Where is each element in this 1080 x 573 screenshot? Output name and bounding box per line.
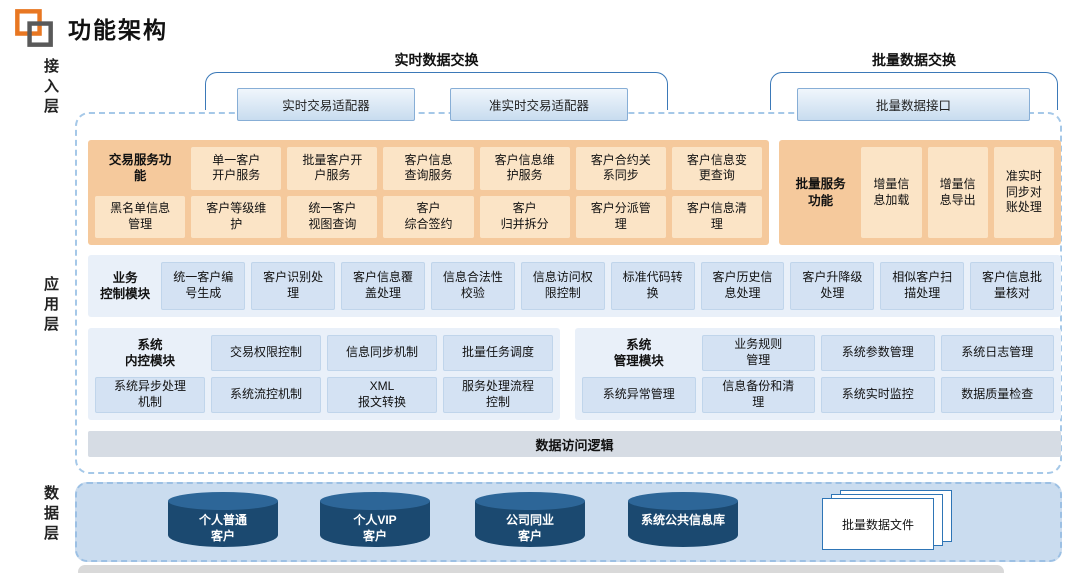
module-box: 客户升降级 处理: [790, 262, 875, 310]
layer-label-access: 接入层: [42, 58, 59, 118]
batch-services-section: 批量服务 功能 增量信 息加载 增量信 息导出 准实时 同步对 账处理: [779, 140, 1061, 245]
database-label: 个人VIP 客户: [353, 513, 397, 544]
internal-control-section: 系统 内控模块 交易权限控制 信息同步机制 批量任务调度 系统异步处理 机制 系…: [88, 328, 560, 420]
cylinder-top: [628, 492, 738, 510]
service-box: 客户 归并拆分: [479, 195, 570, 238]
service-box: 客户信息清 理: [671, 195, 762, 238]
cylinder-top: [320, 492, 430, 510]
module-box: 服务处理流程 控制: [443, 377, 553, 413]
module-box: 系统日志管理: [940, 335, 1054, 371]
cylinder-top: [168, 492, 278, 510]
service-box: 统一客户 视图查询: [287, 195, 378, 238]
service-box: 客户等级维 护: [191, 195, 282, 238]
service-box: 准实时 同步对 账处理: [993, 147, 1054, 238]
layer-label-application: 应用层: [42, 276, 59, 336]
service-box: 客户信息 查询服务: [383, 147, 474, 190]
module-box: 系统实时监控: [821, 377, 935, 413]
service-box: 客户分派管 理: [575, 195, 666, 238]
module-box: 系统流控机制: [211, 377, 321, 413]
database-label: 个人普通 客户: [198, 513, 247, 544]
module-box: 交易权限控制: [211, 335, 321, 371]
system-management-section: 系统 管理模块 业务规则 管理 系统参数管理 系统日志管理 系统异常管理 信息备…: [575, 328, 1061, 420]
module-box: 系统异步处理 机制: [95, 377, 205, 413]
service-box: 黑名单信息 管理: [95, 195, 186, 238]
module-box: 批量任务调度: [443, 335, 553, 371]
realtime-exchange-bracket: [205, 72, 668, 110]
batch-interface-box: 批量数据接口: [797, 88, 1030, 121]
batch-exchange-bracket: [770, 72, 1058, 110]
module-box: 数据质量检查: [940, 377, 1054, 413]
batch-exchange-label: 批量数据交换: [872, 52, 956, 68]
system-management-label: 系统 管理模块: [613, 337, 664, 368]
database-label: 系统公共信息库: [640, 513, 725, 527]
module-box: 客户识别处 理: [251, 262, 336, 310]
module-box: 客户历史信 息处理: [700, 262, 785, 310]
batch-file-label: 批量数据文件: [822, 498, 934, 550]
cylinder-top: [475, 492, 585, 510]
module-box: 信息合法性 校验: [430, 262, 515, 310]
module-box: 系统异常管理: [582, 377, 696, 413]
service-box: 增量信 息导出: [927, 147, 988, 238]
service-box: 客户信息维 护服务: [479, 147, 570, 190]
realtime-adapter-box: 实时交易适配器: [237, 88, 415, 121]
business-control-grid: 业务 控制模块 统一客户编 号生成 客户识别处 理 客户信息覆 盖处理 信息合法…: [88, 255, 1061, 317]
service-box: 客户 综合签约: [383, 195, 474, 238]
internal-control-label: 系统 内控模块: [124, 337, 175, 368]
internal-control-grid: 系统 内控模块 交易权限控制 信息同步机制 批量任务调度 系统异步处理 机制 系…: [88, 328, 560, 420]
page-title: 功能架构: [68, 17, 168, 43]
module-box: 客户信息覆 盖处理: [341, 262, 425, 310]
service-box: 客户合约关 系同步: [575, 147, 666, 190]
database-icon: 公司同业 客户: [475, 492, 585, 554]
database-icon: 个人VIP 客户: [320, 492, 430, 554]
business-control-label: 业务 控制模块: [100, 270, 151, 301]
service-box: 批量客户开 户服务: [287, 147, 378, 190]
module-box: 信息备份和清 理: [701, 377, 815, 413]
layer-label-data: 数据层: [42, 485, 59, 545]
database-icon: 系统公共信息库: [628, 492, 738, 554]
module-box: 标准代码转 换: [610, 262, 695, 310]
module-box: 信息访问权 限控制: [520, 262, 605, 310]
system-management-grid: 系统 管理模块 业务规则 管理 系统参数管理 系统日志管理 系统异常管理 信息备…: [575, 328, 1061, 420]
module-box: 业务规则 管理: [701, 335, 815, 371]
batch-services-grid: 批量服务 功能 增量信 息加载 增量信 息导出 准实时 同步对 账处理: [779, 140, 1061, 245]
transaction-services-label: 交易服务功 能: [108, 153, 172, 184]
module-box: XML 报文转换: [327, 377, 437, 413]
module-box: 客户信息批 量核对: [970, 262, 1054, 310]
logo-icon: [15, 9, 53, 47]
business-control-section: 业务 控制模块 统一客户编 号生成 客户识别处 理 客户信息覆 盖处理 信息合法…: [88, 255, 1061, 317]
bottom-divider-bar: [78, 565, 1004, 573]
transaction-services-grid: 交易服务功 能 单一客户 开户服务 批量客户开 户服务 客户信息 查询服务 客户…: [88, 140, 769, 245]
quasi-realtime-adapter-box: 准实时交易适配器: [450, 88, 628, 121]
module-box: 信息同步机制: [327, 335, 437, 371]
batch-services-label: 批量服务 功能: [795, 177, 846, 208]
database-label: 公司同业 客户: [505, 513, 554, 544]
module-box: 系统参数管理: [821, 335, 935, 371]
database-icon: 个人普通 客户: [168, 492, 278, 554]
header: 功能架构: [14, 8, 168, 48]
service-box: 客户信息变 更查询: [671, 147, 762, 190]
realtime-exchange-label: 实时数据交换: [394, 52, 479, 68]
module-box: 相似客户扫 描处理: [880, 262, 965, 310]
transaction-services-section: 交易服务功 能 单一客户 开户服务 批量客户开 户服务 客户信息 查询服务 客户…: [88, 140, 769, 245]
service-box: 单一客户 开户服务: [191, 147, 282, 190]
service-box: 增量信 息加载: [861, 147, 922, 238]
module-box: 统一客户编 号生成: [161, 262, 246, 310]
data-access-bar: 数据访问逻辑: [88, 431, 1061, 457]
document-stack-icon: 批量数据文件: [822, 490, 954, 552]
